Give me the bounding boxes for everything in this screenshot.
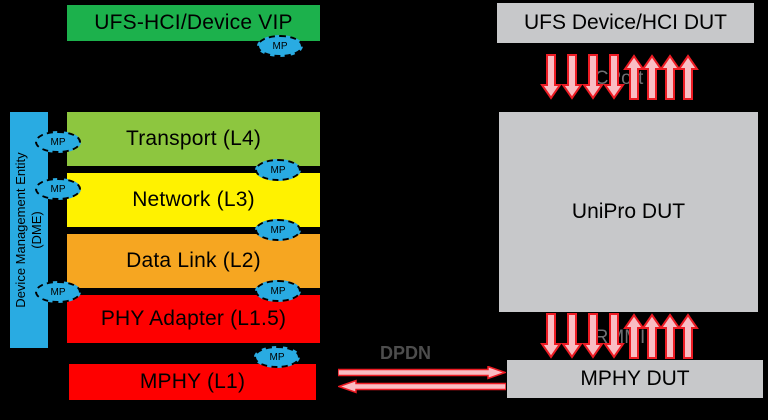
mp-port-oval: MP [35,178,81,200]
layer-label: Data Link (L2) [126,249,261,272]
mp-label: MP [50,136,66,148]
dme-label-line2: (DME) [29,211,44,249]
mp-port-oval: MP [257,35,303,57]
ufs-device-hci-dut-box: UFS Device/HCI DUT [497,3,754,43]
layer-mphy-l1: MPHY (L1) [67,362,318,402]
mp-label: MP [270,164,286,176]
mphy-dut-box: MPHY DUT [507,360,763,398]
unipro-dut-box: UniPro DUT [499,112,758,312]
dme-bar: Device Management Entity (DME) [10,112,48,348]
mp-label: MP [270,224,286,236]
vip-box: UFS-HCI/Device VIP [65,3,322,43]
mp-port-oval: MP [255,219,301,241]
mphy-dut-label: MPHY DUT [580,367,690,390]
dpdn-arrows [338,366,506,394]
dme-label-line1: Device Management Entity [12,152,28,308]
layer-datalink-l2: Data Link (L2) [65,232,322,290]
mp-port-oval: MP [35,131,81,153]
vip-label: UFS-HCI/Device VIP [94,11,293,34]
cport-arrows [540,54,699,100]
mp-port-oval: MP [255,280,301,302]
layer-phy-adapter-l15: PHY Adapter (L1.5) [65,293,322,345]
layer-label: Network (L3) [132,188,255,211]
mp-label: MP [270,285,286,297]
layer-label: Transport (L4) [125,127,262,150]
dpdn-label: DPDN [380,343,432,363]
rmmi-arrows [540,313,699,359]
mp-port-oval: MP [254,346,300,368]
mp-label: MP [50,183,66,195]
layer-label: MPHY (L1) [139,370,246,393]
mp-port-oval: MP [35,281,81,303]
mp-label: MP [269,351,285,363]
mp-port-oval: MP [255,159,301,181]
unipro-dut-label: UniPro DUT [571,200,686,223]
ufs-device-hci-dut-label: UFS Device/HCI DUT [523,11,728,34]
mp-label: MP [50,286,66,298]
layer-label: PHY Adapter (L1.5) [100,307,287,330]
mp-label: MP [272,40,288,52]
